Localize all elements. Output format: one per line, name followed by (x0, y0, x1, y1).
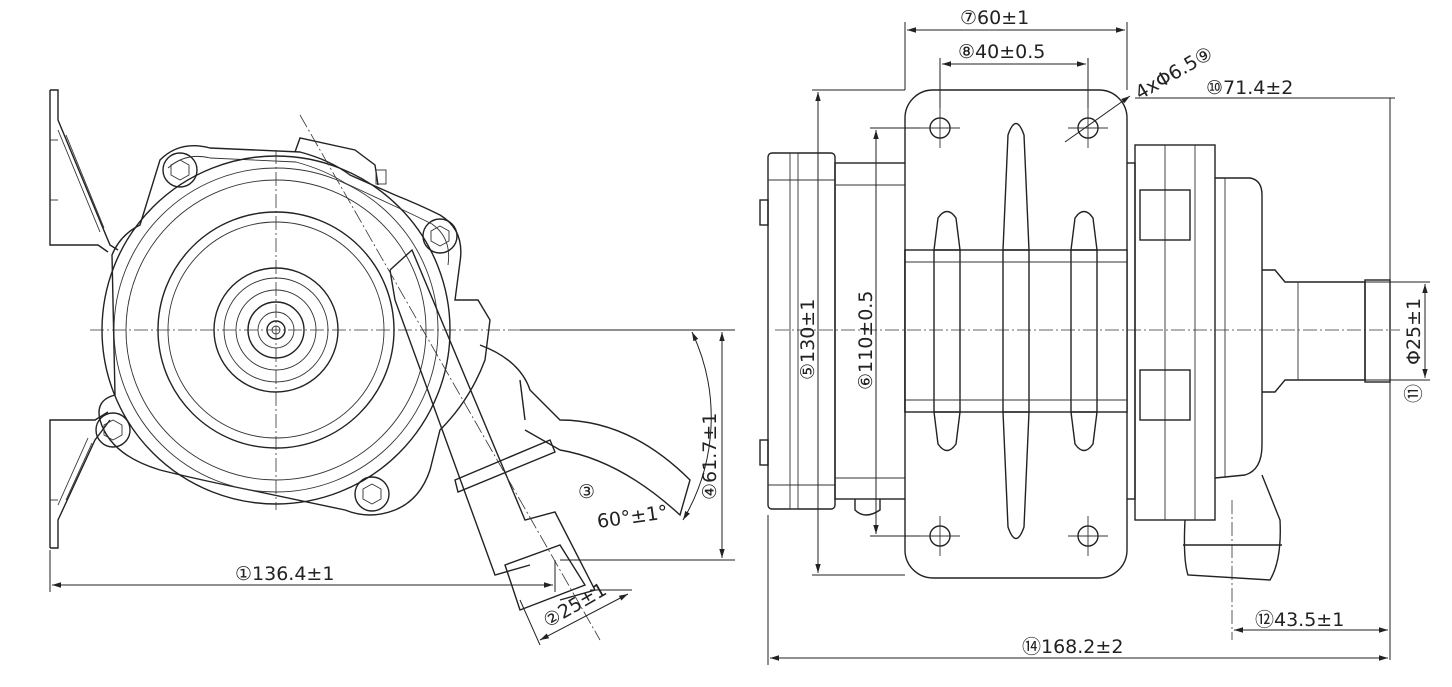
mounting-hole-icon (920, 108, 960, 148)
front-view (49, 89, 735, 646)
dim-130-label: ⑤130±1 (797, 299, 819, 380)
dim-43-label: ⑫43.5±1 (1255, 609, 1344, 631)
dim-3-marker: ③ (578, 481, 595, 503)
dim-61-label: ④61.7±1 (699, 413, 721, 500)
dim-71-label: ⑩71.4±2 (1206, 77, 1293, 99)
mounting-bracket (49, 89, 119, 549)
hole-spec-label: 4xΦ6.5⑨ (1132, 43, 1217, 105)
dim-25-pipe-label: Φ25±1 (1403, 298, 1425, 365)
bolt-icon (95, 412, 131, 448)
dim-168-label: ⑭168.2±2 (1022, 636, 1123, 658)
bolt-icon (162, 152, 198, 188)
dim-60-label: ⑦60±1 (960, 7, 1029, 29)
cooling-fins (905, 122, 1127, 540)
bolt-icon (354, 476, 390, 512)
dim-110-label: ⑥110±0.5 (855, 291, 877, 390)
dim-136-label: ①136.4±1 (235, 563, 334, 585)
dim-11-marker: ⑪ (1403, 384, 1425, 403)
bolt-icon (422, 218, 458, 254)
dim-25-diagonal-label: ②25±1 (540, 579, 611, 633)
dim-40-label: ⑧40±0.5 (958, 41, 1045, 63)
angle-label: 60°±1° (596, 501, 670, 533)
mounting-hole-icon (1068, 516, 1108, 556)
side-view (759, 22, 1430, 665)
mounting-hole-icon (1068, 108, 1108, 148)
mounting-hole-icon (920, 516, 960, 556)
